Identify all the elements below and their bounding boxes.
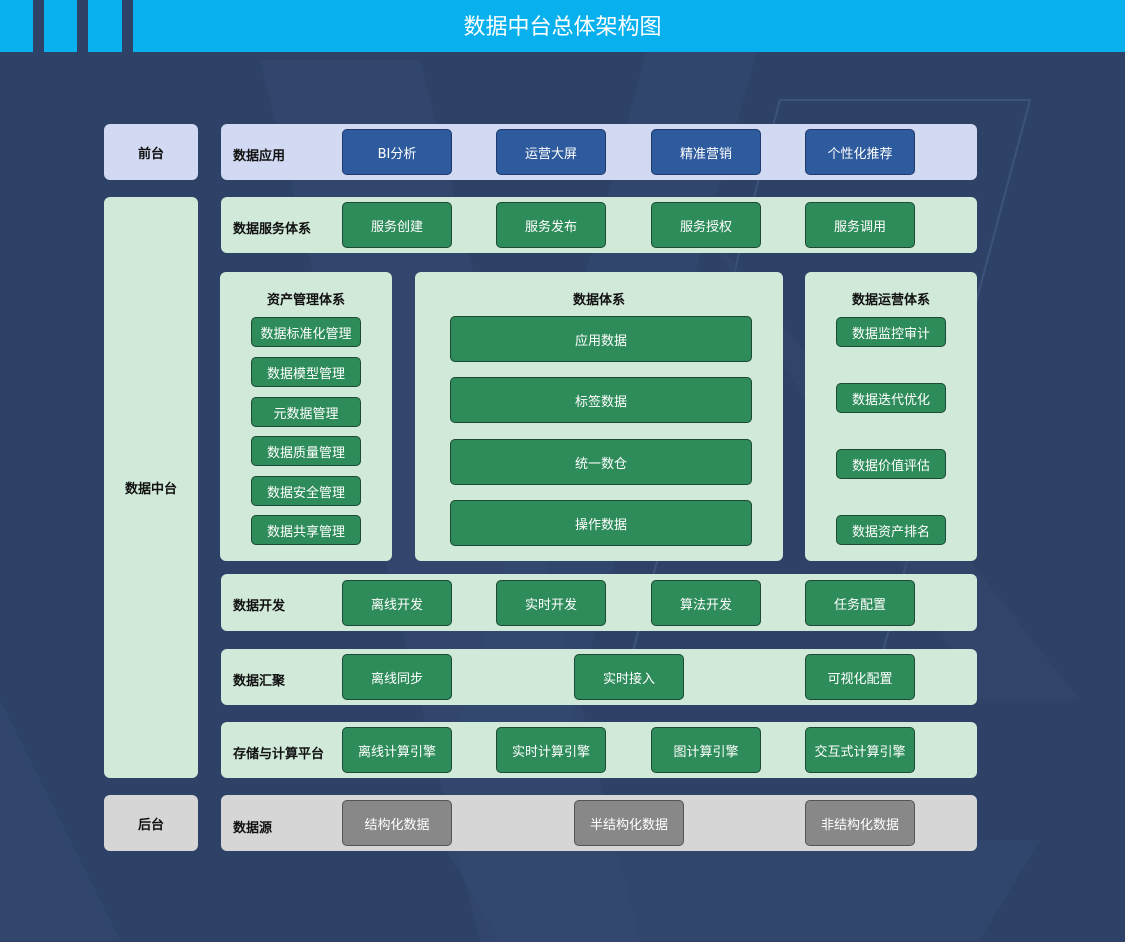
row-data-development: 数据开发 离线开发 实时开发 算法开发 任务配置	[221, 574, 977, 631]
precision-marketing-button[interactable]: 精准营销	[651, 129, 761, 175]
row-data-source: 数据源 结构化数据 半结构化数据 非结构化数据	[221, 795, 977, 851]
row-label: 数据开发	[233, 599, 286, 614]
service-publish-button[interactable]: 服务发布	[496, 202, 606, 248]
header-bar: 数据中台总体架构图	[0, 0, 1125, 52]
row-label: 数据服务体系	[233, 222, 312, 237]
data-layer-item[interactable]: 操作数据	[450, 500, 752, 546]
service-create-button[interactable]: 服务创建	[342, 202, 452, 248]
tier-front: 前台	[104, 124, 198, 180]
row-label: 存储与计算平台	[233, 747, 325, 762]
ops-item[interactable]: 数据监控审计	[836, 317, 946, 347]
data-layer-item[interactable]: 标签数据	[450, 377, 752, 423]
ops-item[interactable]: 数据资产排名	[836, 515, 946, 545]
panel-data-operations: 数据运营体系 数据监控审计 数据迭代优化 数据价值评估 数据资产排名	[805, 272, 977, 561]
page-title: 数据中台总体架构图	[463, 15, 662, 40]
asset-item[interactable]: 数据质量管理	[251, 436, 361, 466]
service-authorize-button[interactable]: 服务授权	[651, 202, 761, 248]
operations-screen-button[interactable]: 运营大屏	[496, 129, 606, 175]
data-layer-item[interactable]: 应用数据	[450, 316, 752, 362]
graph-engine-button[interactable]: 图计算引擎	[651, 727, 761, 773]
data-layer-item[interactable]: 统一数仓	[450, 439, 752, 485]
realtime-ingest-button[interactable]: 实时接入	[574, 654, 684, 700]
header-stripe	[33, 0, 44, 52]
row-data-service: 数据服务体系 服务创建 服务发布 服务授权 服务调用	[221, 197, 977, 253]
offline-engine-button[interactable]: 离线计算引擎	[342, 727, 452, 773]
interactive-engine-button[interactable]: 交互式计算引擎	[805, 727, 915, 773]
ops-item[interactable]: 数据迭代优化	[836, 383, 946, 413]
asset-item[interactable]: 数据模型管理	[251, 357, 361, 387]
panel-data-system: 数据体系 应用数据 标签数据 统一数仓 操作数据	[415, 272, 783, 561]
header-stripe	[77, 0, 88, 52]
asset-item[interactable]: 元数据管理	[251, 397, 361, 427]
panel-title: 资产管理体系	[266, 293, 345, 308]
tier-middle: 数据中台	[104, 197, 198, 778]
row-label: 数据源	[233, 821, 273, 836]
bi-analysis-button[interactable]: BI分析	[342, 129, 452, 175]
visual-config-button[interactable]: 可视化配置	[805, 654, 915, 700]
structured-data-button[interactable]: 结构化数据	[342, 800, 452, 846]
row-data-aggregation: 数据汇聚 离线同步 实时接入 可视化配置	[221, 649, 977, 705]
row-data-application: 数据应用 BI分析 运营大屏 精准营销 个性化推荐	[221, 124, 977, 180]
row-label: 数据汇聚	[233, 674, 286, 689]
header-stripe	[122, 0, 133, 52]
asset-item[interactable]: 数据标准化管理	[251, 317, 361, 347]
asset-item[interactable]: 数据安全管理	[251, 476, 361, 506]
algorithm-dev-button[interactable]: 算法开发	[651, 580, 761, 626]
offline-sync-button[interactable]: 离线同步	[342, 654, 452, 700]
realtime-engine-button[interactable]: 实时计算引擎	[496, 727, 606, 773]
realtime-dev-button[interactable]: 实时开发	[496, 580, 606, 626]
semi-structured-data-button[interactable]: 半结构化数据	[574, 800, 684, 846]
tier-back: 后台	[104, 795, 198, 851]
panel-title: 数据体系	[572, 293, 625, 308]
ops-item[interactable]: 数据价值评估	[836, 449, 946, 479]
panel-asset-management: 资产管理体系 数据标准化管理 数据模型管理 元数据管理 数据质量管理 数据安全管…	[220, 272, 392, 561]
row-label: 数据应用	[233, 149, 286, 164]
personalized-recommendation-button[interactable]: 个性化推荐	[805, 129, 915, 175]
offline-dev-button[interactable]: 离线开发	[342, 580, 452, 626]
tier-front-label: 前台	[137, 146, 164, 162]
service-invoke-button[interactable]: 服务调用	[805, 202, 915, 248]
panel-title: 数据运营体系	[851, 293, 930, 308]
asset-item[interactable]: 数据共享管理	[251, 515, 361, 545]
tier-back-label: 后台	[137, 817, 164, 833]
row-storage-compute: 存储与计算平台 离线计算引擎 实时计算引擎 图计算引擎 交互式计算引擎	[221, 722, 977, 778]
tier-middle-label: 数据中台	[124, 482, 177, 497]
unstructured-data-button[interactable]: 非结构化数据	[805, 800, 915, 846]
task-config-button[interactable]: 任务配置	[805, 580, 915, 626]
